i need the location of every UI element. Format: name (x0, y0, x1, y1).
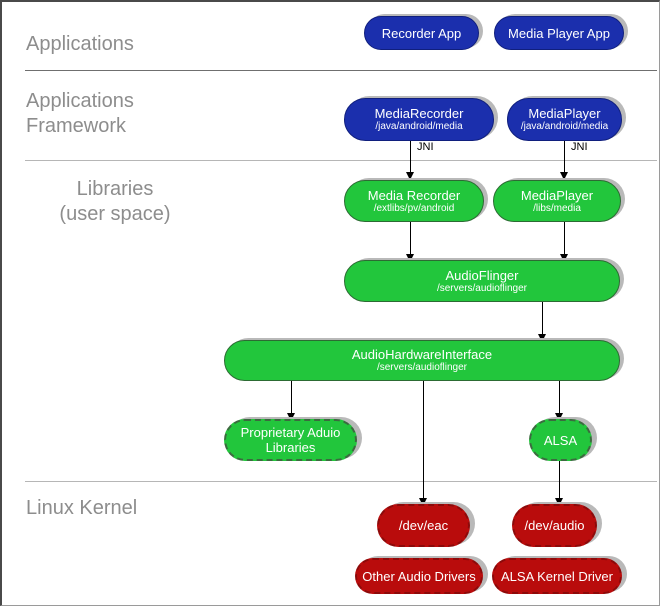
node-title: MediaPlayer (528, 106, 601, 121)
node-title: Media Recorder (367, 187, 461, 203)
jni-label-left: JNI (417, 141, 434, 153)
edge-audioflinger-to-audiohardwareinterface (542, 299, 543, 338)
arrowhead-mediaplayer-lib (560, 172, 568, 180)
node-title: Recorder App (381, 25, 462, 41)
edge-mediarecorder-to-media-recorder-lib (410, 141, 411, 174)
node-dev-eac[interactable]: /dev/eac (377, 504, 470, 547)
edge-audiohardwareinterface-to-dev-eac (423, 374, 424, 502)
node-media-recorder-lib[interactable]: Media Recorder /extlibs/pv/android (344, 180, 484, 222)
node-title: AudioFlinger (445, 267, 519, 283)
node-title: MediaPlayer (520, 187, 594, 203)
node-subtitle: /java/android/media (375, 121, 463, 132)
divider-applications (25, 70, 657, 71)
node-alsa-kernel-driver[interactable]: ALSA Kernel Driver (492, 558, 622, 594)
node-subtitle: /java/android/media (520, 121, 609, 132)
layer-label-applications: Applications (26, 33, 134, 55)
node-mediarecorder-framework[interactable]: MediaRecorder /java/android/media (344, 98, 494, 141)
node-title: Proprietary Aduio Libraries (240, 425, 341, 455)
node-recorder-app[interactable]: Recorder App (364, 16, 479, 50)
edge-mediaplayer-to-mediaplayer-lib (564, 141, 565, 174)
node-subtitle: /servers/audioflinger (436, 282, 528, 294)
node-title: AudioHardwareInterface (351, 347, 493, 362)
node-mediaplayer-framework[interactable]: MediaPlayer /java/android/media (507, 98, 622, 141)
edge-audiohardwareinterface-to-proprietary (291, 374, 292, 416)
node-title: /dev/audio (524, 518, 585, 533)
node-title: MediaRecorder (374, 106, 464, 121)
edge-alsa-to-dev-audio (559, 458, 560, 502)
node-other-audio-drivers[interactable]: Other Audio Drivers (355, 558, 483, 594)
node-dev-audio[interactable]: /dev/audio (512, 504, 597, 547)
node-proprietary-audio-libraries[interactable]: Proprietary Aduio Libraries (224, 419, 357, 461)
node-subtitle: /extlibs/pv/android (373, 202, 455, 214)
node-title: /dev/eac (398, 518, 449, 533)
node-title: Media Player App (508, 25, 610, 41)
jni-label-right: JNI (571, 141, 588, 153)
layer-label-applications-framework: Applications Framework (26, 90, 134, 137)
node-media-player-app[interactable]: Media Player App (494, 16, 624, 50)
arrowhead-media-recorder-lib (406, 172, 414, 180)
edge-mediaplayer-lib-to-audioflinger (564, 220, 565, 258)
node-audioflinger[interactable]: AudioFlinger /servers/audioflinger (344, 260, 620, 302)
node-mediaplayer-lib[interactable]: MediaPlayer /libs/media (493, 180, 621, 222)
node-audiohardwareinterface[interactable]: AudioHardwareInterface /servers/audiofli… (224, 340, 620, 381)
node-subtitle: /libs/media (533, 202, 581, 214)
edge-media-recorder-lib-to-audioflinger (410, 220, 411, 258)
node-title: ALSA Kernel Driver (501, 568, 613, 584)
layer-label-linux-kernel: Linux Kernel (26, 497, 138, 519)
divider-libraries (25, 481, 657, 482)
node-title: Other Audio Drivers (362, 568, 476, 584)
divider-applications-framework (25, 160, 657, 161)
edge-audiohardwareinterface-to-alsa (559, 374, 560, 416)
node-alsa[interactable]: ALSA (529, 419, 592, 461)
node-subtitle: /servers/audioflinger (376, 362, 468, 373)
node-title: ALSA (543, 432, 578, 448)
layer-label-libraries: Libraries (user space) (59, 178, 171, 225)
